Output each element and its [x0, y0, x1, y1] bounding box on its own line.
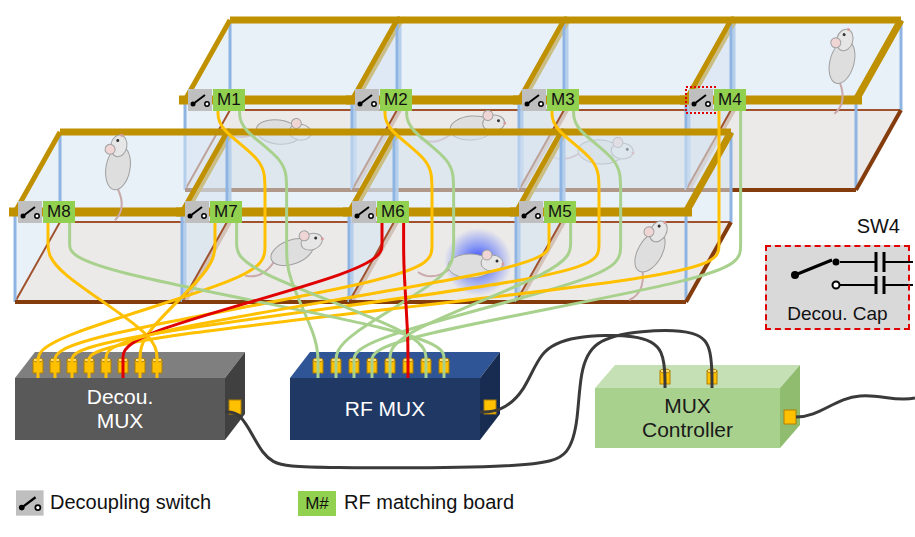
decou-mux-body — [15, 352, 245, 440]
cable — [89, 111, 719, 378]
board-label: M7 — [214, 202, 238, 222]
rf-matching-board: M7 — [210, 201, 242, 223]
mux-box: RF MUX — [290, 378, 480, 440]
sw4-inset-symbol-part — [875, 252, 878, 272]
legend-text: Decoupling switch — [50, 491, 211, 514]
cable — [55, 111, 432, 378]
sw4-inset-symbol-part — [833, 282, 840, 289]
sw4-inset-symbol-part — [795, 260, 832, 275]
switch-name: SW4 — [857, 215, 900, 238]
mux-controller-body-part — [780, 365, 800, 448]
board-label: M1 — [217, 90, 241, 110]
callout-box — [686, 87, 716, 113]
board-label: M6 — [381, 202, 405, 222]
board-label: M4 — [718, 90, 742, 110]
legend-sample-label: M# — [298, 491, 336, 516]
mux-box: Decou. MUX — [15, 378, 225, 440]
box-label: Decou. MUX — [70, 385, 170, 433]
legend-text: RF matching board — [344, 491, 514, 514]
rf-mux-body — [290, 352, 500, 440]
decoupling-switches-part — [352, 201, 376, 223]
box-label: MUX Controller — [623, 394, 753, 442]
sw4-inset-symbol-part — [765, 245, 910, 330]
cable — [404, 223, 408, 378]
front-row-mice-part — [238, 225, 329, 281]
sw4-inset-symbol-part — [840, 261, 876, 263]
switch-inset: SW4Decou. Cap — [765, 245, 910, 330]
sw4-inset-symbol — [765, 245, 913, 330]
decoupling-switches-part — [355, 89, 379, 111]
mux-controller-body-part — [595, 365, 800, 388]
sw4-inset-symbol-part — [833, 259, 840, 266]
board-label: M5 — [548, 202, 572, 222]
rf-matching-board: M4 — [714, 89, 746, 111]
legend-switch-sample — [16, 490, 44, 515]
cable — [240, 111, 318, 378]
mux-controller-body-part — [784, 410, 796, 424]
decoupling-switches-part — [522, 89, 546, 111]
cable — [70, 223, 444, 378]
rf-matching-board: M5 — [544, 201, 576, 223]
decoupling-switches-part — [689, 89, 713, 111]
board-label: M3 — [551, 90, 575, 110]
decoupling-switches-part — [18, 201, 42, 223]
front-row-mice-part — [93, 131, 136, 221]
component-label: Decou. Cap — [787, 303, 887, 325]
decoupling-switches-part — [185, 201, 209, 223]
decou-mux-body-part — [225, 352, 245, 440]
decou-mux-body-part — [15, 352, 245, 378]
rf-matching-board: M8 — [43, 201, 75, 223]
mux-box: MUX Controller — [595, 388, 780, 448]
decoupling-switches-part — [519, 201, 543, 223]
rf-matching-board: M1 — [213, 89, 245, 111]
board-label: M2 — [384, 90, 408, 110]
decoupling-switches-part — [188, 89, 212, 111]
cable — [336, 111, 454, 378]
back-row-mice-part — [813, 25, 862, 116]
rf-matching-board: M2 — [380, 89, 412, 111]
board-label: M8 — [47, 202, 71, 222]
rf-mux-body-part — [480, 352, 500, 440]
rf-mux-body-part — [290, 352, 500, 378]
cable — [123, 223, 382, 378]
box-label: RF MUX — [345, 397, 426, 421]
rf-matching-board: M6 — [377, 201, 409, 223]
controller-cable — [796, 396, 915, 417]
cable — [372, 111, 741, 378]
mux-controller-body — [595, 365, 800, 448]
sw4-inset-symbol-part — [875, 276, 878, 294]
cable — [140, 223, 215, 378]
front-row-cages — [9, 132, 731, 302]
sw4-inset-symbol-part — [840, 284, 876, 286]
rf-matching-board: M3 — [547, 89, 579, 111]
